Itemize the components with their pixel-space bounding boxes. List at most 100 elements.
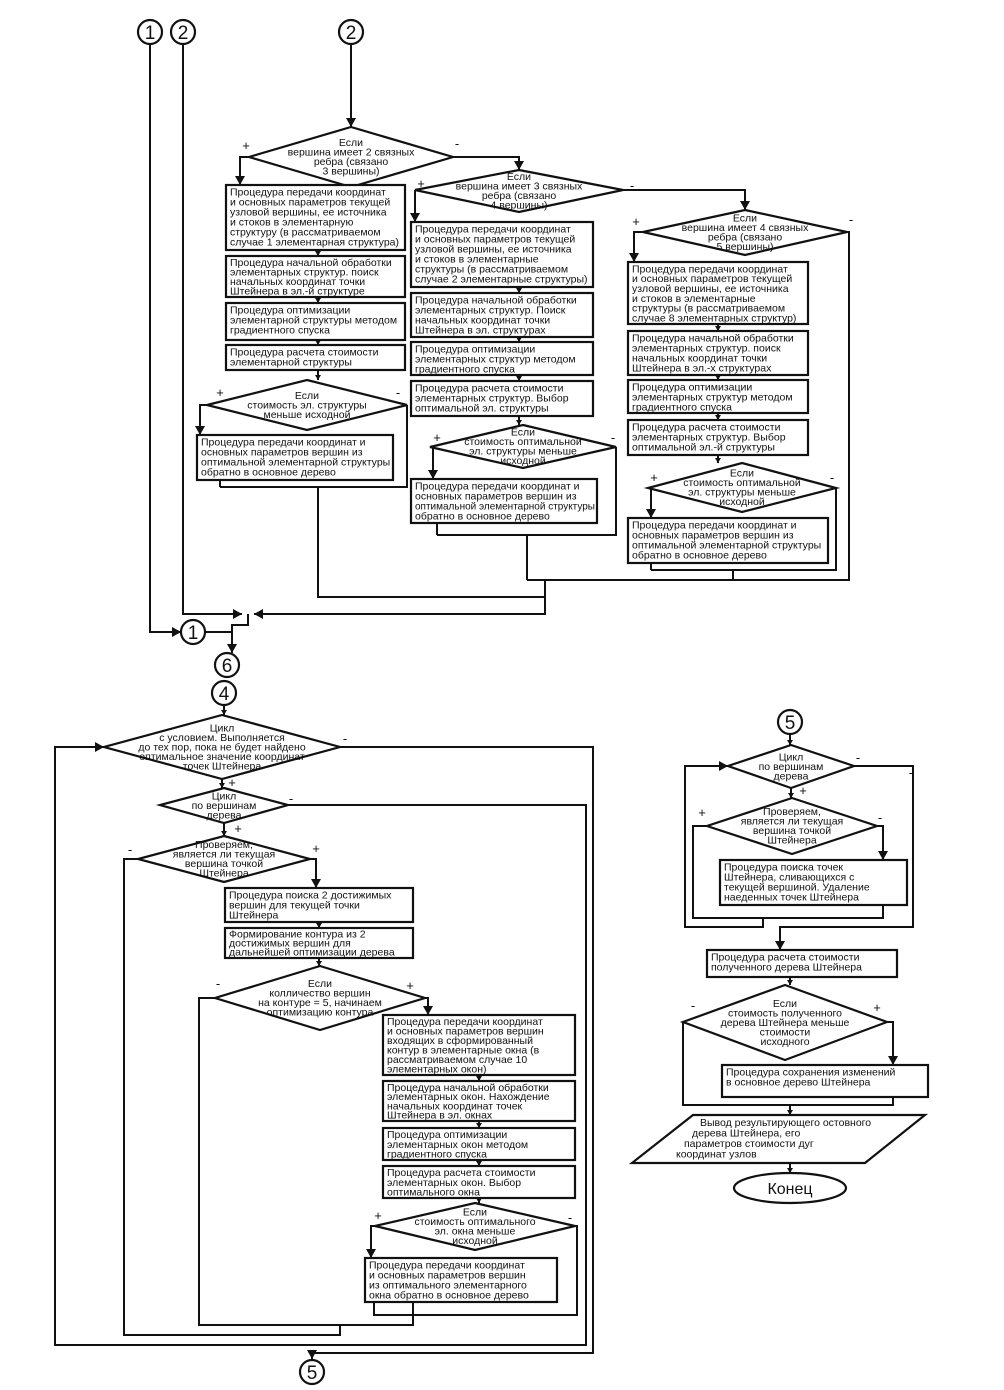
arrowhead: [719, 761, 728, 771]
node-text-line: Штейнера в эл.-х структурах: [632, 363, 772, 375]
node-text-line: узловой вершины, ее источника: [230, 207, 387, 219]
arrowhead: [221, 710, 227, 715]
connector-c4: 4: [210, 679, 238, 707]
arrowhead: [787, 1110, 793, 1115]
node-text-line: случае 1 элементарная структура): [230, 237, 399, 249]
node-text-line: узловой вершины, ее источника: [415, 244, 572, 256]
connector-circle: [136, 18, 164, 46]
node-text-line: эл. структуры меньше: [469, 446, 577, 458]
node-b2d-process: Процедура расчета стоимостиэлементарных …: [409, 379, 595, 418]
node-text-line: Процедура передачи координат: [415, 224, 571, 236]
flow-line: [370, 1225, 375, 1258]
node-text-line: обратно в основное дерево: [201, 467, 336, 479]
node-text-line: начальных координат точки: [415, 315, 550, 327]
connector-c2_top_a: 2: [169, 18, 197, 46]
node-text-line: рассматриваемом случае 10: [387, 1054, 527, 1066]
node-text-line: и стоков в элементарную: [230, 217, 353, 229]
branch-label-no: -: [849, 212, 853, 227]
node-text-line: основных параметров вершин из: [415, 491, 577, 503]
end-terminator: [732, 1171, 848, 1205]
end-label: Конец: [767, 1181, 812, 1198]
node-text-line: Процедура оптимизации: [387, 1129, 507, 1141]
branch-labels: ++++++++++++++---------------: [128, 136, 913, 1225]
node-end-terminator: Конец: [732, 1171, 848, 1205]
node-text-line: входящих в сформированный: [387, 1035, 533, 1047]
node-b1b-process: Процедура начальной обработкиэлементарны…: [224, 254, 407, 299]
node-text-line: Если: [463, 1207, 487, 1219]
node-text-line: и стоков в элементарные: [632, 293, 756, 305]
node-text-line: и основных параметров вершин: [387, 1026, 544, 1038]
process-box: [381, 1079, 577, 1123]
connector-label: 2: [346, 23, 357, 44]
node-text-line: элементарной структуры методом: [230, 315, 397, 327]
branch-label-no: -: [909, 765, 913, 780]
flow-line: [684, 765, 764, 928]
node-text-line: меньше исходной: [264, 409, 351, 421]
arrowhead: [315, 298, 321, 303]
arrowhead: [172, 627, 181, 637]
connector-label: 2: [178, 23, 189, 44]
node-text-line: и основных параметров текущей: [230, 197, 390, 209]
branch-label-no: -: [630, 178, 634, 193]
node-lb4-process: Процедура начальной обработкиэлементарны…: [381, 1079, 577, 1123]
branch-label-no: -: [216, 976, 220, 991]
arrowhead: [410, 213, 420, 222]
node-text-line: Штейнера: [767, 835, 816, 847]
node-text-line: исходного: [760, 1036, 809, 1048]
node-text-line: Формирование контура из 2: [229, 929, 366, 941]
arrowhead: [516, 337, 522, 342]
process-box: [409, 340, 595, 377]
node-text-line: вершина точкой: [753, 825, 831, 837]
process-box: [626, 329, 810, 377]
node-text-line: полученного дерева Штейнера: [711, 962, 862, 974]
node-text-line: до тех пор, пока не будет найдено: [138, 741, 306, 753]
node-text-line: элементарных структур. поиск: [632, 343, 781, 355]
node-text-line: параметров стоимости дуг: [684, 1138, 814, 1150]
arrowhead: [316, 961, 322, 966]
arrowhead: [307, 1350, 317, 1359]
node-text-line: по вершинам: [192, 800, 257, 812]
process-box: [381, 1013, 577, 1077]
branch-label-yes: +: [228, 775, 236, 790]
process-box: [626, 378, 810, 415]
node-text-line: эл. структуры меньше: [688, 487, 796, 499]
node-text-line: и основных параметров вершин: [369, 1270, 526, 1282]
branch-label-yes: +: [650, 470, 658, 485]
node-text-line: Процедура расчета стоимости: [632, 422, 781, 434]
node-text-line: Процедура расчета стоимости: [415, 383, 564, 395]
decision-diamond: [642, 208, 848, 257]
node-text-line: узловой вершины, ее источника: [632, 283, 789, 295]
arrowhead: [715, 375, 721, 380]
node-text-line: элементарных окон): [387, 1064, 487, 1076]
node-text-line: Штейнера в эл.-й структуре: [230, 286, 365, 298]
node-text-line: оптимизацию контура: [267, 1007, 374, 1019]
branch-label-yes: +: [242, 138, 250, 153]
connector-label: 1: [188, 623, 199, 644]
process-box: [363, 1256, 559, 1304]
connector-label: 6: [222, 656, 233, 677]
process-box: [626, 418, 810, 457]
branch-label-no: -: [396, 385, 400, 400]
arrowhead: [775, 941, 785, 950]
decision-diamond: [374, 1201, 576, 1252]
arrowhead: [715, 326, 721, 331]
node-text-line: элементарных окон. Выбор: [387, 1177, 521, 1189]
node-text-line: Процедура поиска точек: [724, 862, 843, 874]
node-text-line: Штейнера, сливающихся с: [724, 872, 854, 884]
node-text-line: исходной: [719, 496, 765, 508]
arrowhead: [346, 118, 356, 127]
node-text-line: дерева Штейнера меньше: [721, 1017, 850, 1029]
arrowhead: [788, 793, 794, 798]
flow-line: [149, 44, 181, 633]
node-text-line: элементарных структур. Поиск: [415, 305, 566, 317]
